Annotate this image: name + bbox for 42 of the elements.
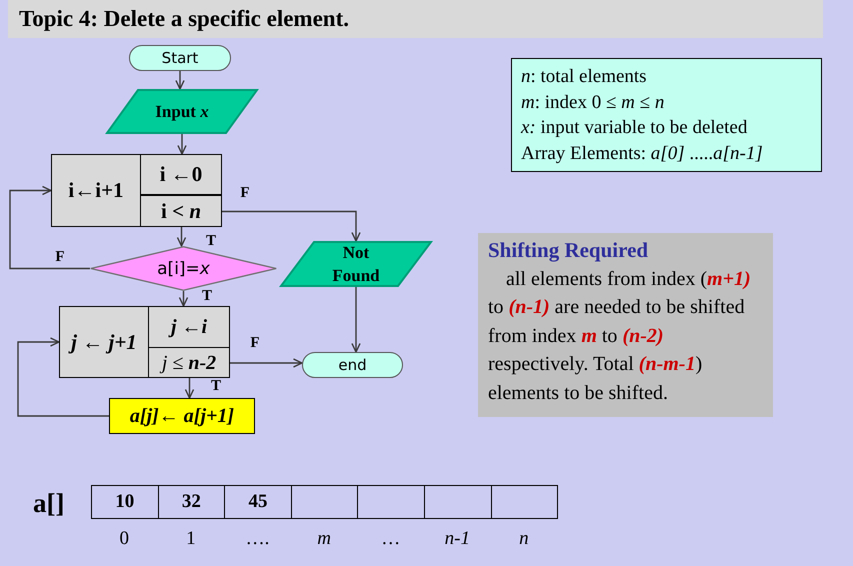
array-name: a[]: [33, 487, 64, 520]
index-label: 0: [120, 528, 130, 550]
arrow: [230, 358, 303, 368]
loop-init-box: i ←0: [141, 154, 222, 196]
index-label: n-1: [444, 528, 470, 550]
loop-init-box: j ←i: [149, 306, 230, 348]
arrow: [184, 378, 194, 399]
end-terminal: end: [302, 352, 403, 378]
loop-condition-box: i < n: [141, 196, 222, 227]
array-cell: 10: [91, 485, 159, 519]
panel-text: all elements from index (m+1) to (n-1) are needed to be shifted from index m to (n-2) respectively. Total (n-m-1) elements to be shifted.: [488, 266, 752, 406]
arrow: [9, 186, 90, 270]
array-cell: 32: [158, 485, 226, 519]
note-box: [511, 58, 822, 172]
note-text: Array Elements: a[0] .....a[n-1]: [521, 142, 764, 166]
loop-update-box: j ← j+1: [59, 306, 149, 378]
index-label: ….: [246, 528, 270, 550]
input-parallelogram: Input x: [106, 89, 258, 134]
arrow: [177, 134, 187, 155]
index-label: n: [519, 528, 529, 550]
process-box: a[j]← a[j+1]: [109, 398, 255, 434]
arrow: [176, 227, 186, 247]
index-label: m: [317, 528, 331, 550]
note-text: m: index 0 ≤ m ≤ n: [521, 90, 666, 114]
slide-title: Topic 4: Delete a specific element.: [8, 0, 823, 38]
note-text: n: total elements: [521, 65, 648, 89]
arrow: [175, 71, 185, 90]
index-label: 1: [186, 528, 196, 550]
arrow: [351, 287, 361, 353]
loop-update-box: i←i+1: [51, 154, 141, 227]
panel-heading: Shifting Required: [488, 237, 650, 264]
arrow: [178, 291, 188, 307]
info-panel: [478, 233, 773, 417]
start-terminal: Start: [129, 45, 231, 71]
arrow: [222, 210, 361, 242]
decision-diamond: a[i]=x: [90, 246, 277, 291]
output-parallelogram: Not Found: [280, 241, 432, 287]
arrow: [17, 337, 109, 417]
note-text: x: input variable to be deleted: [521, 116, 748, 140]
array-cell: 45: [224, 485, 292, 519]
index-label: …: [381, 528, 400, 550]
loop-condition-box: j ≤ n-2: [149, 348, 230, 378]
